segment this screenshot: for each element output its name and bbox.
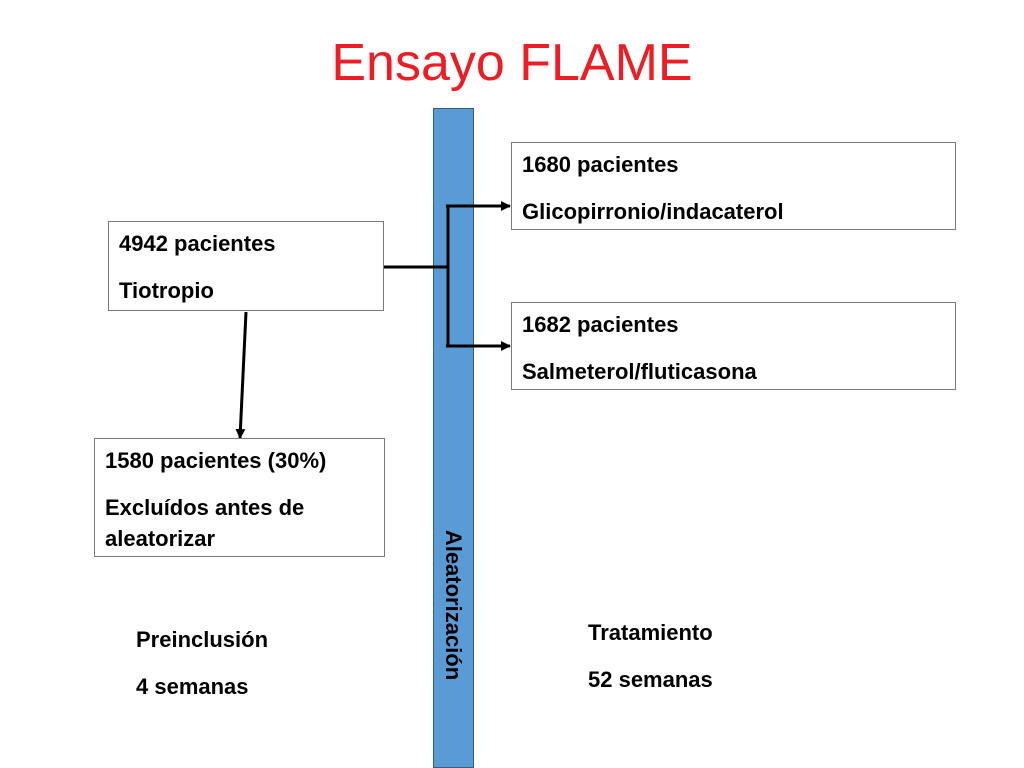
runin-phase-duration: 4 semanas [136,674,249,699]
treatment-phase-label: Tratamiento [588,620,713,645]
arrow-to-excluded [235,311,248,439]
page-title: Ensayo FLAME [331,34,693,92]
excluded-label-line1: Excluídos antes de [105,495,305,520]
randomization-bar [433,108,474,768]
treatment-phase-duration: 52 semanas [588,667,713,692]
runin-phase-label: Preinclusión [136,627,269,652]
runin-phase: Preinclusión 4 semanas [136,624,268,702]
runin-count: 4942 pacientes [119,231,276,256]
arm2-box: 1682 pacientes Salmeterol/fluticasona [511,302,956,390]
arm2-drug: Salmeterol/fluticasona [522,359,757,384]
arm1-drug: Glicopirronio/indacaterol [522,199,784,224]
excluded-count: 1580 pacientes (30%) [105,448,327,473]
arm1-box: 1680 pacientes Glicopirronio/indacaterol [511,142,956,230]
runin-box: 4942 pacientes Tiotropio [108,221,384,311]
arm2-count: 1682 pacientes [522,312,679,337]
excluded-label-line2: aleatorizar [105,526,216,551]
treatment-phase: Tratamiento 52 semanas [588,617,713,695]
arm1-count: 1680 pacientes [522,152,679,177]
excluded-box: 1580 pacientes (30%) Excluídos antes de … [94,438,385,557]
runin-drug: Tiotropio [119,278,214,303]
